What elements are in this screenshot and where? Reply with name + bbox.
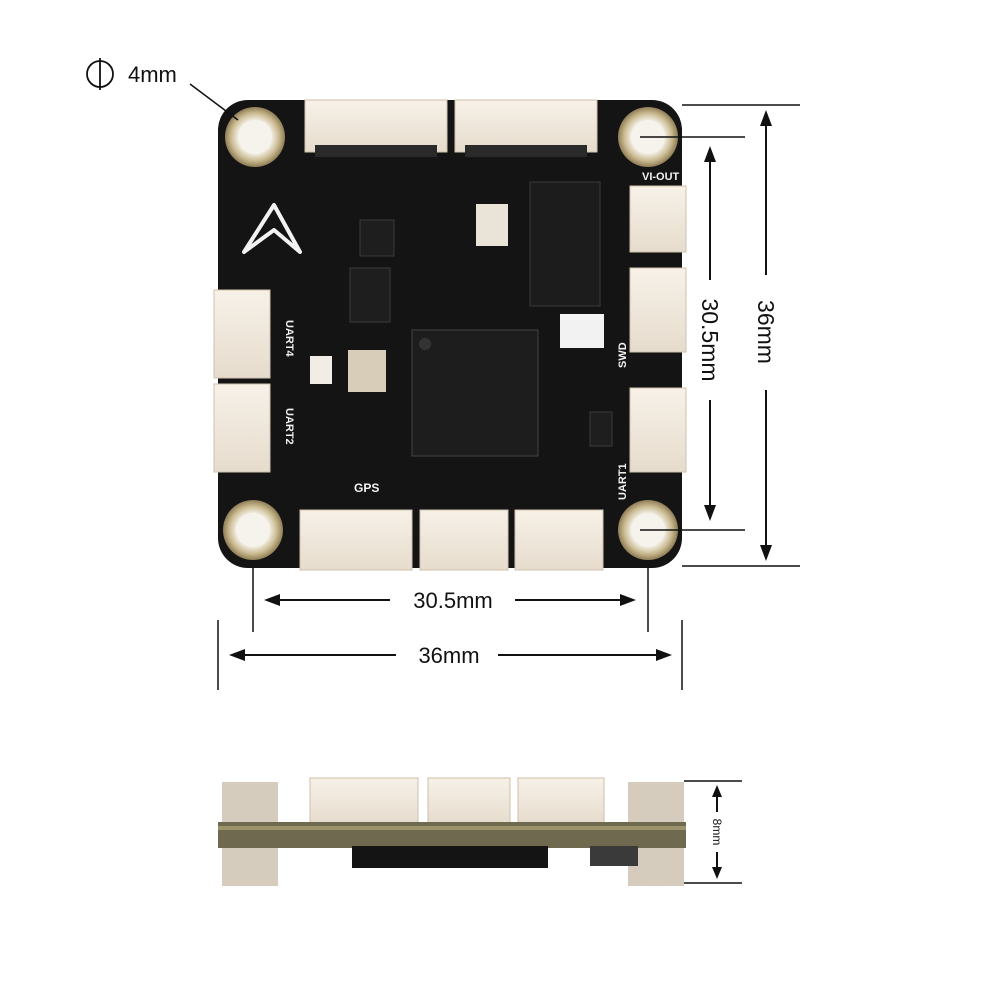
connector-left-1 xyxy=(213,289,271,379)
connector-bottom-1 xyxy=(299,509,413,571)
connector-bottom-2 xyxy=(419,509,509,571)
pcb-side-view xyxy=(218,777,686,886)
label-uart1: UART1 xyxy=(617,463,629,500)
baro-sensor xyxy=(310,356,332,384)
oscillator-component xyxy=(348,350,386,392)
mounting-hole-top-left xyxy=(225,107,285,167)
label-uart2: UART2 xyxy=(283,408,295,445)
mcu-chip xyxy=(411,329,539,457)
label-swd: SWD xyxy=(617,342,629,368)
connector-bottom-3 xyxy=(514,509,604,571)
side-component xyxy=(590,846,638,866)
dimension-thickness: 8mm xyxy=(684,780,742,884)
horizontal-spacing-label: 30.5mm xyxy=(413,588,492,613)
flash-chip xyxy=(529,181,601,307)
mosfet-chip xyxy=(359,219,395,257)
label-uart4: UART4 xyxy=(283,320,295,358)
callout-leader xyxy=(189,83,239,121)
side-pcb-edge xyxy=(218,822,686,848)
dip-switch xyxy=(560,314,604,348)
board-height-label: 36mm xyxy=(753,300,779,364)
dimension-horizontal-30-5: 30.5mm xyxy=(252,566,649,632)
hole-diameter-callout: 4mm xyxy=(86,58,239,121)
side-mcu-profile xyxy=(352,846,548,868)
side-connector-3 xyxy=(517,777,605,825)
label-vi-out: VI-OUT xyxy=(642,171,680,183)
connector-right-2 xyxy=(629,267,687,353)
vertical-spacing-label: 30.5mm xyxy=(697,298,723,381)
regulator-chip xyxy=(349,267,391,323)
connector-right-1 xyxy=(629,185,687,253)
side-connector-2 xyxy=(427,777,511,825)
dimension-vertical-36: 36mm xyxy=(682,104,800,567)
mcu-pin1-marker xyxy=(419,338,431,350)
side-connector-1 xyxy=(309,777,419,825)
dimension-vertical-30-5: 30.5mm xyxy=(640,136,745,531)
connector-right-3 xyxy=(629,387,687,473)
connector-top-right xyxy=(454,99,598,157)
label-gps: GPS xyxy=(354,481,379,495)
thickness-label: 8mm xyxy=(710,819,724,846)
mounting-hole-bottom-left xyxy=(223,500,283,560)
pcb-top-view: VI-OUT UART4 UART2 SWD UART1 GPS xyxy=(213,99,687,571)
hole-diameter-label: 4mm xyxy=(128,62,177,87)
dimension-horizontal-36: 36mm xyxy=(217,620,683,690)
small-ic xyxy=(589,411,613,447)
crystal-component xyxy=(476,204,508,246)
brand-logo-icon xyxy=(242,203,302,254)
connector-top-left xyxy=(304,99,448,157)
connector-left-2 xyxy=(213,383,271,473)
board-width-label: 36mm xyxy=(418,643,479,668)
